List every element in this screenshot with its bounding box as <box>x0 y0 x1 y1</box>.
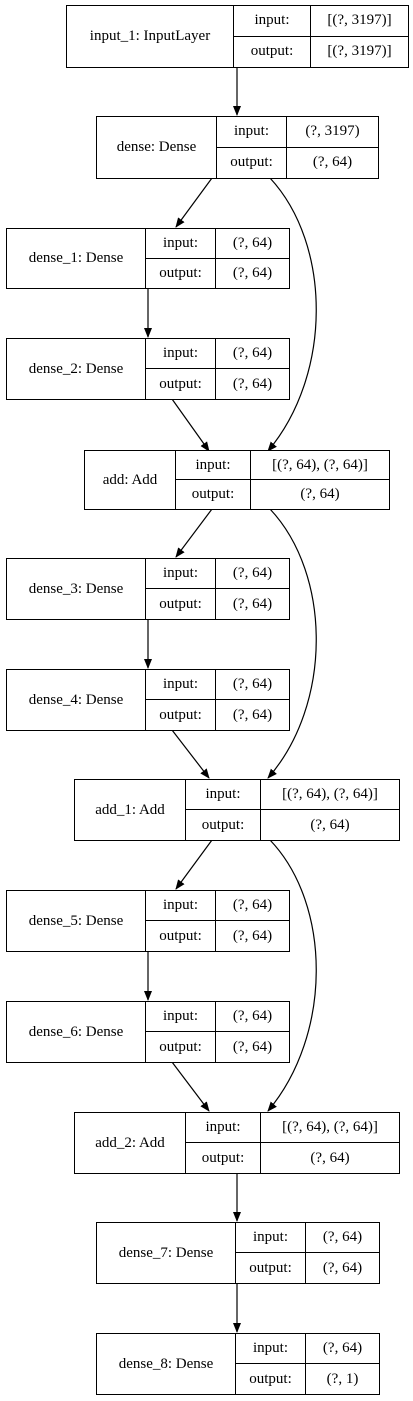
node-dense-output-shape: (?, 64) <box>312 154 353 171</box>
node-dense_2-output-shape: (?, 64) <box>232 375 273 392</box>
node-dense-output-label: output: <box>217 147 287 178</box>
node-dense_2-input-label: input: <box>146 339 216 369</box>
node-add_1-output-shape: (?, 64) <box>310 816 350 833</box>
node-dense_5-output-label: output: <box>146 921 216 951</box>
node-dense_1-input-label: input: <box>146 229 216 259</box>
node-dense_4-input-label: input: <box>146 670 216 700</box>
node-input_1-output-shape: [(?, 3197)] <box>327 43 392 60</box>
node-dense_7-name: dense_7: Dense <box>97 1223 236 1283</box>
node-dense_8-input-label: input: <box>236 1334 306 1364</box>
node-add_2: add_2: Add input: [(?, 64), (?, 64)] out… <box>74 1112 400 1174</box>
node-dense_1: dense_1: Dense input: (?, 64) output: (?… <box>6 228 290 289</box>
node-dense_5-input-shape: (?, 64) <box>216 891 289 921</box>
node-dense-input-label: input: <box>217 117 287 148</box>
node-add_2-input-shape: [(?, 64), (?, 64)] <box>261 1113 399 1143</box>
node-input_1-input-label: input: <box>234 6 311 37</box>
edge-add_1-add_2 <box>267 839 317 1112</box>
node-add_1-input-shape: [(?, 64), (?, 64)] <box>261 780 399 810</box>
node-dense_8-name: dense_8: Dense <box>97 1334 236 1394</box>
node-dense_7-output-shape: (?, 64) <box>322 1259 363 1276</box>
edge-add-add_1 <box>267 508 317 779</box>
node-add-output-label: output: <box>176 480 251 509</box>
edge-dense-dense_1 <box>175 177 213 228</box>
node-add_1: add_1: Add input: [(?, 64), (?, 64)] out… <box>74 779 400 841</box>
node-dense_2: dense_2: Dense input: (?, 64) output: (?… <box>6 338 290 400</box>
edge-dense_4-add_1 <box>171 729 210 779</box>
node-add_2-output-label: output: <box>186 1143 261 1173</box>
node-dense_1-output-shape: (?, 64) <box>232 264 273 281</box>
node-dense_2-input-shape: (?, 64) <box>216 339 289 369</box>
node-dense_7-input-shape: (?, 64) <box>306 1223 379 1253</box>
node-dense_4-input-shape: (?, 64) <box>216 670 289 700</box>
edge-dense_6-add_2 <box>171 1061 210 1112</box>
node-dense_7-input-label: input: <box>236 1223 306 1253</box>
node-dense_1-name: dense_1: Dense <box>7 229 146 288</box>
node-dense_5-input-label: input: <box>146 891 216 921</box>
node-add_2-input-label: input: <box>186 1113 261 1143</box>
node-add_1-output-label: output: <box>186 810 261 840</box>
node-dense_2-output-label: output: <box>146 369 216 399</box>
node-dense_5-output-shape: (?, 64) <box>232 927 273 944</box>
node-input_1-input-shape: [(?, 3197)] <box>311 6 408 37</box>
node-dense_2-name: dense_2: Dense <box>7 339 146 399</box>
node-dense_6-output-shape: (?, 64) <box>232 1038 273 1055</box>
node-dense_8-output-shape: (?, 1) <box>326 1370 359 1387</box>
node-dense_4-name: dense_4: Dense <box>7 670 146 730</box>
node-dense_6-output-label: output: <box>146 1032 216 1062</box>
node-add-input-shape: [(?, 64), (?, 64)] <box>251 451 389 480</box>
node-dense_3-input-shape: (?, 64) <box>216 559 289 589</box>
node-add-name: add: Add <box>85 451 176 509</box>
node-add-output-shape: (?, 64) <box>300 486 340 502</box>
node-add-input-label: input: <box>176 451 251 480</box>
node-dense_8-input-shape: (?, 64) <box>306 1334 379 1364</box>
node-input_1-output-label: output: <box>234 36 311 67</box>
node-dense_4: dense_4: Dense input: (?, 64) output: (?… <box>6 669 290 731</box>
node-dense_3-output-shape: (?, 64) <box>232 595 273 612</box>
node-dense_4-output-shape: (?, 64) <box>232 706 273 723</box>
node-dense-input-shape: (?, 3197) <box>287 117 378 148</box>
node-dense-name: dense: Dense <box>97 117 217 178</box>
node-dense_6-input-shape: (?, 64) <box>216 1002 289 1032</box>
node-dense_7-output-label: output: <box>236 1253 306 1283</box>
node-input_1-name: input_1: InputLayer <box>67 6 234 67</box>
node-add_1-name: add_1: Add <box>75 780 186 840</box>
node-dense_3: dense_3: Dense input: (?, 64) output: (?… <box>6 558 290 620</box>
node-add: add: Add input: [(?, 64), (?, 64)] outpu… <box>84 450 390 510</box>
node-dense_6: dense_6: Dense input: (?, 64) output: (?… <box>6 1001 290 1063</box>
node-input_1: input_1: InputLayer input: [(?, 3197)] o… <box>66 5 409 68</box>
node-dense_3-input-label: input: <box>146 559 216 589</box>
node-dense_3-output-label: output: <box>146 589 216 619</box>
node-dense_3-name: dense_3: Dense <box>7 559 146 619</box>
node-dense: dense: Dense input: (?, 3197) output: (?… <box>96 116 379 179</box>
node-add_2-name: add_2: Add <box>75 1113 186 1173</box>
node-dense_8: dense_8: Dense input: (?, 64) output: (?… <box>96 1333 380 1395</box>
node-add_1-input-label: input: <box>186 780 261 810</box>
node-dense_6-input-label: input: <box>146 1002 216 1032</box>
edge-add-dense_3 <box>175 508 213 558</box>
node-dense_1-input-shape: (?, 64) <box>216 229 289 259</box>
node-dense_8-output-label: output: <box>236 1364 306 1394</box>
edge-dense-add <box>267 177 317 452</box>
node-dense_7: dense_7: Dense input: (?, 64) output: (?… <box>96 1222 380 1284</box>
node-dense_6-name: dense_6: Dense <box>7 1002 146 1062</box>
node-add_2-output-shape: (?, 64) <box>310 1149 350 1166</box>
edge-add_1-dense_5 <box>175 839 213 890</box>
edge-dense_2-add <box>171 398 210 452</box>
node-dense_4-output-label: output: <box>146 700 216 730</box>
node-dense_5: dense_5: Dense input: (?, 64) output: (?… <box>6 890 290 952</box>
node-dense_5-name: dense_5: Dense <box>7 891 146 951</box>
node-dense_1-output-label: output: <box>146 258 216 288</box>
